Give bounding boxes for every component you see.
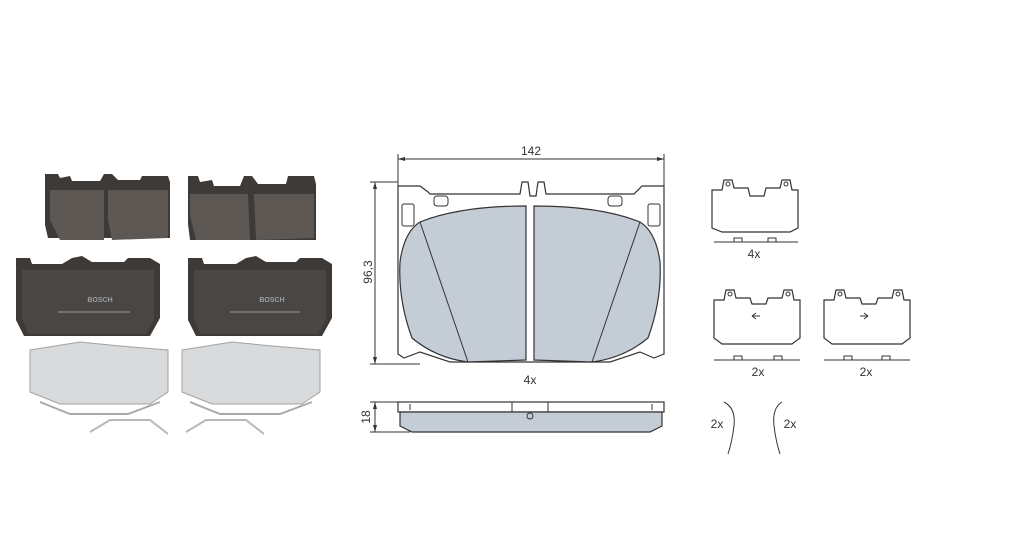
- height-dimension: 96,3: [361, 181, 420, 365]
- pad-quantity-label: 4x: [524, 373, 537, 387]
- shim-top: 4x: [711, 179, 799, 261]
- shim-left-qty: 2x: [752, 365, 765, 379]
- shim-left: 2x: [713, 289, 801, 379]
- width-dimension: 142: [397, 144, 665, 186]
- photo-pad-bottom-right: BOSCH: [188, 256, 332, 336]
- pad-front-view: 4x: [397, 181, 665, 387]
- photo-brand-mark-left: BOSCH: [87, 297, 112, 304]
- clip-left-qty: 2x: [711, 417, 724, 431]
- height-label: 96,3: [361, 260, 375, 284]
- thickness-dimension: 18: [359, 401, 410, 433]
- thickness-label: 18: [359, 410, 373, 424]
- photo-pad-bottom-left: BOSCH: [16, 256, 160, 336]
- clip-right: 2x: [773, 401, 797, 455]
- clip-left: 2x: [711, 401, 735, 455]
- photo-pad-top-right: [188, 176, 316, 240]
- photo-brand-mark-right: BOSCH: [259, 297, 284, 304]
- shim-top-qty: 4x: [748, 247, 761, 261]
- pad-side-view: [397, 401, 665, 433]
- accessories: 4x 2x 2x 2x: [711, 179, 911, 455]
- technical-drawing: 142 96,3 4x: [359, 144, 665, 433]
- width-label: 142: [521, 144, 541, 158]
- product-photo: BOSCH BOSCH: [16, 174, 332, 435]
- shim-right: 2x: [823, 289, 911, 379]
- photo-shims: [29, 341, 321, 435]
- clip-right-qty: 2x: [784, 417, 797, 431]
- shim-right-qty: 2x: [860, 365, 873, 379]
- photo-pad-top-left: [45, 174, 170, 240]
